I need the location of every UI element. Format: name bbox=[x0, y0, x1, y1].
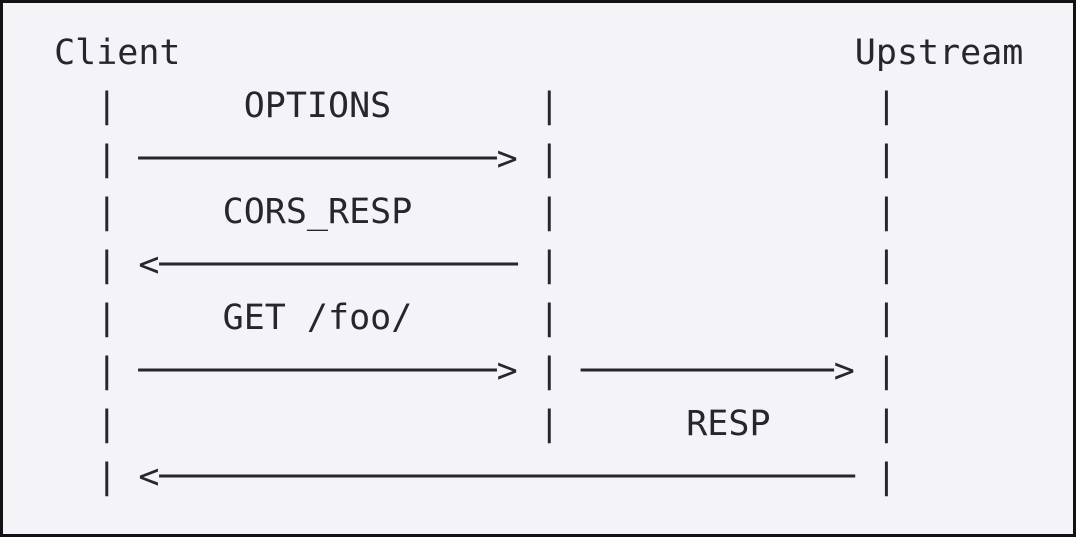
message-cors-resp-arrow-row: | <───────────────── | | bbox=[33, 245, 897, 285]
message-resp-label-row: | | RESP | bbox=[33, 404, 897, 444]
message-get-foo-label-row: | GET /foo/ | | bbox=[33, 298, 897, 338]
message-cors-resp-label-row: | CORS_RESP | | bbox=[33, 192, 897, 232]
message-resp-arrow-row: | <───────────────────────────────── | bbox=[33, 457, 897, 497]
ascii-sequence-diagram: Client Upstream | OPTIONS | | | ────────… bbox=[33, 27, 1055, 504]
message-options-arrow-row: | ─────────────────> | | bbox=[33, 139, 897, 179]
message-get-foo-arrow-row: | ─────────────────> | ────────────> | bbox=[33, 351, 897, 391]
actors-row: Client Upstream bbox=[33, 33, 1024, 73]
message-options-label-row: | OPTIONS | | bbox=[33, 86, 897, 126]
